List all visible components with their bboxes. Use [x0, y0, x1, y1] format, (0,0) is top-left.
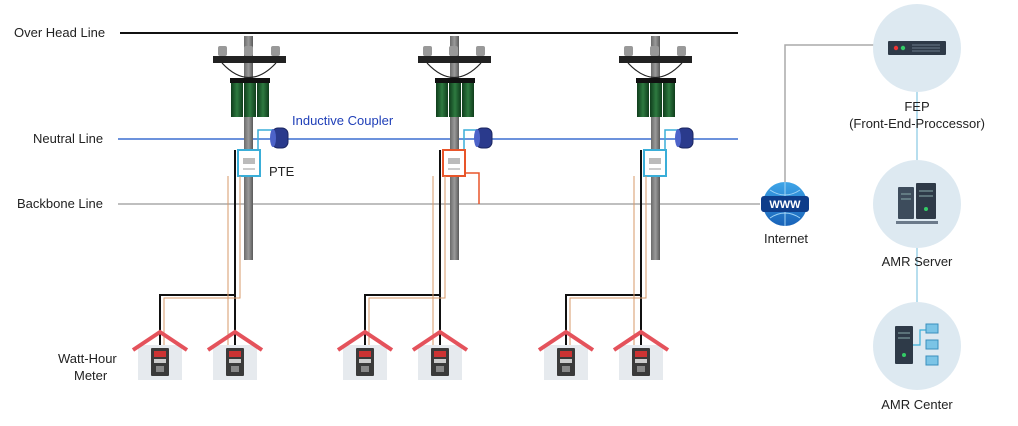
meter-icon — [557, 348, 575, 376]
meter-label: Meter — [74, 368, 108, 383]
pte-unit-2-active — [442, 149, 480, 204]
service-drop-2 — [364, 150, 446, 350]
pte-unit-1 — [237, 149, 261, 177]
houses — [131, 329, 670, 380]
internet-label: Internet — [764, 231, 808, 246]
meter-icon — [632, 348, 650, 376]
internet-node: WWW — [761, 44, 874, 226]
inductive-coupler-label: Inductive Coupler — [292, 113, 394, 128]
amr-center-circle — [873, 302, 961, 390]
pte-unit-3 — [643, 149, 667, 177]
overhead-line-label: Over Head Line — [14, 25, 105, 40]
house-icon — [131, 329, 189, 380]
service-drop-1 — [159, 150, 241, 350]
internet-badge: WWW — [769, 199, 801, 211]
neutral-line-label: Neutral Line — [33, 131, 103, 146]
meter-icon — [226, 348, 244, 376]
pte-label: PTE — [269, 164, 295, 179]
meter-icon — [356, 348, 374, 376]
server-rack-icon — [888, 41, 946, 55]
fep-sub-label: (Front-End-Proccessor) — [849, 116, 985, 131]
amr-center-label: AMR Center — [881, 397, 953, 412]
crossarm — [213, 56, 286, 63]
meter-icon — [151, 348, 169, 376]
inductive-coupler-1 — [257, 127, 289, 150]
service-drop-3 — [565, 150, 647, 350]
amr-server-label: AMR Server — [882, 254, 953, 269]
backbone-line-label: Backbone Line — [17, 196, 103, 211]
transformer-icon — [231, 81, 243, 117]
inductive-coupler-3 — [664, 127, 694, 150]
meter-icon — [431, 348, 449, 376]
watt-hour-label: Watt-Hour — [58, 351, 117, 366]
utility-pole-2 — [418, 36, 491, 260]
utility-pole-1 — [213, 36, 286, 260]
network-center-icon — [895, 323, 939, 366]
house-icon — [411, 329, 469, 380]
utility-pole-3 — [619, 36, 692, 260]
house-icon — [537, 329, 595, 380]
fep-label: FEP — [904, 99, 929, 114]
house-icon — [336, 329, 394, 380]
pole-icon — [244, 36, 253, 260]
inductive-coupler-2 — [463, 127, 493, 150]
house-icon — [612, 329, 670, 380]
server-tower-icon — [896, 183, 938, 224]
house-icon — [206, 329, 264, 380]
